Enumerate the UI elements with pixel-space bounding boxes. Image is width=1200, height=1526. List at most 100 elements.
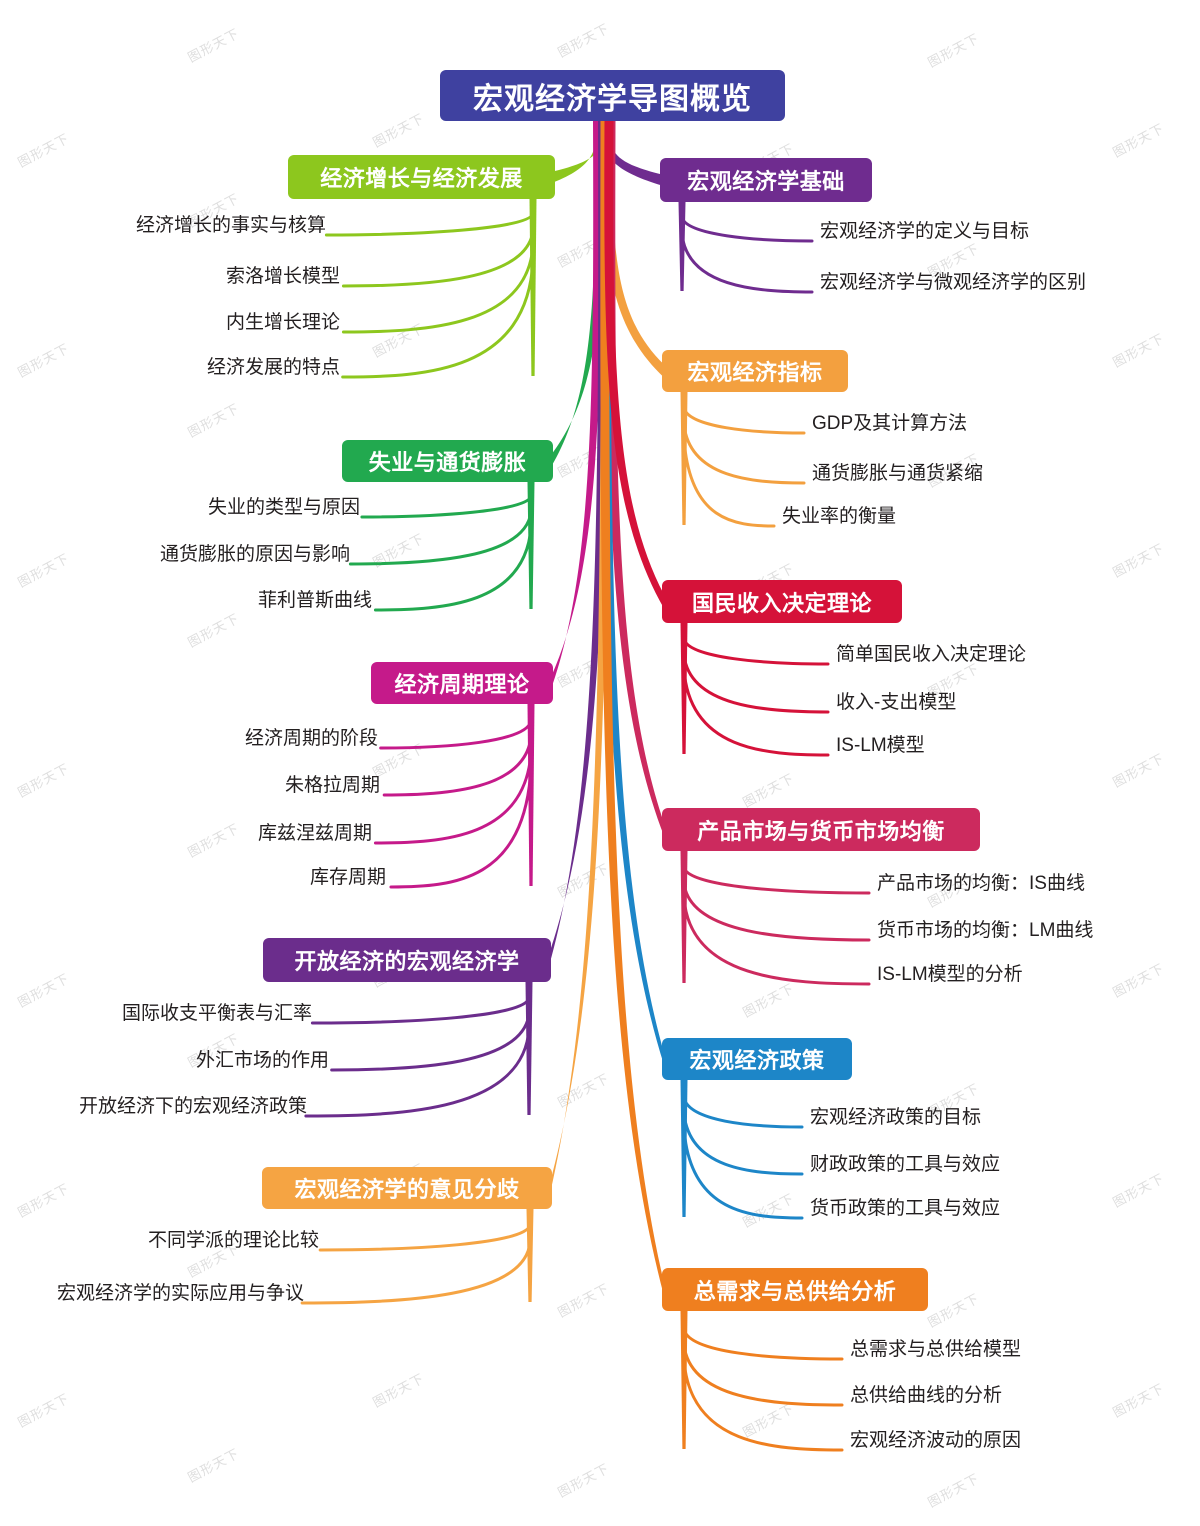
branch-node-adas[interactable]: 总需求与总供给分析 [662, 1268, 928, 1311]
trunk-edge-indicators [603, 119, 664, 378]
watermark-text: 图形天下 [555, 21, 613, 62]
branch-node-indicators[interactable]: 宏观经济指标 [662, 350, 848, 392]
branch-stem-market [680, 851, 688, 983]
leaf-connector-market-1 [682, 881, 871, 942]
leaf-connector-policy-1 [682, 1112, 804, 1176]
watermark-text: 图形天下 [925, 31, 983, 72]
leaf-node-indicators-2[interactable]: 失业率的衡量 [782, 506, 897, 527]
watermark-text: 图形天下 [555, 231, 613, 272]
watermark-text: 图形天下 [555, 861, 613, 902]
trunk-edge-income [604, 119, 664, 609]
watermark-text: 图形天下 [185, 401, 243, 442]
leaf-node-unemployment-1[interactable]: 通货膨胀的原因与影响 [160, 544, 351, 565]
leaf-node-income-0[interactable]: 简单国民收入决定理论 [836, 644, 1027, 665]
trunk-edge-growth [553, 119, 604, 183]
leaf-node-open-2[interactable]: 开放经济下的宏观经济政策 [79, 1096, 308, 1117]
watermark-text: 图形天下 [15, 971, 73, 1012]
leaf-node-market-0[interactable]: 产品市场的均衡：IS曲线 [877, 873, 1085, 894]
leaf-connector-market-2 [682, 896, 871, 986]
leaf-connector-policy-0 [682, 1096, 804, 1129]
watermark-text: 图形天下 [925, 1471, 983, 1512]
branch-stem-income [680, 623, 688, 754]
leaf-connector-open-0 [310, 997, 531, 1025]
leaf-node-disagreement-1[interactable]: 宏观经济学的实际应用与争议 [57, 1283, 305, 1304]
trunk-edge-open [549, 119, 607, 966]
leaf-node-policy-2[interactable]: 货币政策的工具与效应 [810, 1198, 1001, 1219]
leaf-connector-fundamentals-1 [680, 233, 814, 294]
branch-node-policy[interactable]: 宏观经济政策 [662, 1038, 852, 1080]
trunk-edge-market [606, 119, 664, 836]
leaf-connector-adas-0 [682, 1328, 844, 1361]
watermark-text: 图形天下 [15, 551, 73, 592]
leaf-connector-cycle-1 [382, 735, 533, 797]
watermark-text: 图形天下 [15, 1181, 73, 1222]
leaf-node-unemployment-2[interactable]: 菲利普斯曲线 [258, 590, 373, 611]
trunk-edge-cycle [551, 119, 602, 689]
leaf-connector-fundamentals-0 [680, 216, 814, 243]
leaf-connector-cycle-3 [389, 765, 533, 889]
leaf-connector-income-2 [682, 668, 830, 757]
branch-stem-fundamentals [678, 202, 686, 291]
leaf-node-growth-3[interactable]: 经济发展的特点 [207, 357, 341, 378]
leaf-connector-income-1 [682, 653, 830, 714]
leaf-node-growth-0[interactable]: 经济增长的事实与核算 [136, 215, 327, 236]
leaf-node-indicators-0[interactable]: GDP及其计算方法 [812, 413, 968, 434]
watermark-text: 图形天下 [1110, 1171, 1168, 1212]
leaf-node-market-1[interactable]: 货币市场的均衡：LM曲线 [877, 920, 1094, 941]
watermark-text: 图形天下 [185, 611, 243, 652]
leaf-node-cycle-1[interactable]: 朱格拉周期 [285, 775, 381, 796]
branch-node-market[interactable]: 产品市场与货币市场均衡 [662, 808, 980, 851]
leaf-node-policy-1[interactable]: 财政政策的工具与效应 [810, 1154, 1001, 1175]
root-node[interactable]: 宏观经济学导图概览 [440, 70, 785, 121]
branch-stem-indicators [680, 392, 688, 525]
branch-stem-unemployment [527, 482, 535, 609]
leaf-node-fundamentals-0[interactable]: 宏观经济学的定义与目标 [820, 221, 1030, 242]
leaf-connector-growth-0 [324, 212, 535, 237]
leaf-node-indicators-1[interactable]: 通货膨胀与通货紧缩 [812, 463, 984, 484]
leaf-node-cycle-2[interactable]: 库兹涅兹周期 [258, 823, 373, 844]
watermark-text: 图形天下 [740, 1401, 798, 1442]
watermark-text: 图形天下 [15, 1391, 73, 1432]
leaf-node-adas-1[interactable]: 总供给曲线的分析 [850, 1385, 1003, 1406]
leaf-node-income-1[interactable]: 收入-支出模型 [836, 692, 957, 713]
branch-node-income[interactable]: 国民收入决定理论 [662, 580, 902, 623]
leaf-node-cycle-0[interactable]: 经济周期的阶段 [245, 728, 379, 749]
leaf-node-adas-2[interactable]: 宏观经济波动的原因 [850, 1430, 1022, 1451]
leaf-node-unemployment-0[interactable]: 失业的类型与原因 [208, 497, 361, 518]
trunk-edge-disagreement [550, 119, 608, 1194]
leaf-node-income-2[interactable]: IS-LM模型 [836, 735, 925, 756]
leaf-node-market-2[interactable]: IS-LM模型的分析 [877, 964, 1023, 985]
trunk-edge-adas [600, 119, 664, 1296]
watermark-text: 图形天下 [740, 981, 798, 1022]
leaf-connector-indicators-0 [682, 407, 806, 435]
leaf-node-growth-2[interactable]: 内生增长理论 [226, 312, 341, 333]
leaf-node-growth-1[interactable]: 索洛增长模型 [226, 266, 341, 287]
branch-node-open[interactable]: 开放经济的宏观经济学 [263, 938, 551, 982]
trunk-edge-fundamentals [602, 119, 662, 186]
leaf-connector-disagreement-0 [318, 1224, 532, 1252]
branch-stem-disagreement [526, 1209, 534, 1302]
watermark-text: 图形天下 [555, 1071, 613, 1112]
watermark-text: 图形天下 [1110, 331, 1168, 372]
leaf-node-fundamentals-1[interactable]: 宏观经济学与微观经济学的区别 [820, 272, 1087, 293]
watermark-text: 图形天下 [370, 321, 428, 362]
branch-node-fundamentals[interactable]: 宏观经济学基础 [660, 158, 872, 202]
leaf-connector-unemployment-0 [360, 495, 533, 519]
branch-node-unemployment[interactable]: 失业与通货膨胀 [342, 440, 553, 482]
branch-node-growth[interactable]: 经济增长与经济发展 [288, 155, 555, 199]
leaf-connector-indicators-1 [682, 423, 806, 485]
leaf-connector-open-2 [304, 1027, 531, 1118]
branch-stem-open [525, 982, 533, 1115]
watermark-text: 图形天下 [15, 761, 73, 802]
leaf-node-adas-0[interactable]: 总需求与总供给模型 [850, 1339, 1022, 1360]
leaf-connector-growth-3 [341, 259, 535, 379]
branch-node-cycle[interactable]: 经济周期理论 [371, 662, 553, 704]
watermark-text: 图形天下 [555, 1281, 613, 1322]
leaf-node-policy-0[interactable]: 宏观经济政策的目标 [810, 1107, 982, 1128]
leaf-node-disagreement-0[interactable]: 不同学派的理论比较 [148, 1230, 320, 1251]
branch-node-disagreement[interactable]: 宏观经济学的意见分歧 [262, 1167, 552, 1209]
watermark-text: 图形天下 [185, 1446, 243, 1487]
leaf-node-cycle-3[interactable]: 库存周期 [310, 867, 387, 888]
leaf-node-open-0[interactable]: 国际收支平衡表与汇率 [122, 1003, 313, 1024]
leaf-node-open-1[interactable]: 外汇市场的作用 [196, 1050, 330, 1071]
